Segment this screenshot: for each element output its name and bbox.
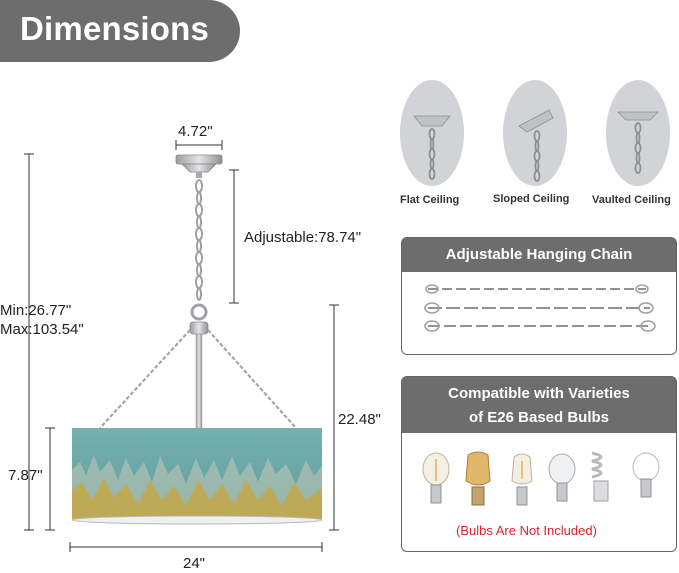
bulbs-note: (Bulbs Are Not Included) <box>456 523 597 538</box>
side-chains <box>99 329 297 429</box>
body-height-label: 22.48" <box>338 411 381 428</box>
chain-panel: Adjustable Hanging Chain <box>401 237 677 355</box>
shade-width-label: 24" <box>183 555 206 572</box>
bulbs-panel: Compatible with Varieties of E26 Based B… <box>401 376 677 552</box>
lamp-illustration <box>24 140 339 552</box>
shade-height-label: 7.87" <box>8 467 43 484</box>
chain-adjustable-label: Adjustable:78.74" <box>244 229 362 246</box>
bulb-icon <box>465 451 491 506</box>
sloped-ceiling-label: Sloped Ceiling <box>493 193 570 205</box>
bulb-icon <box>591 451 609 502</box>
flat-ceiling-image <box>400 80 464 186</box>
bulbs-title-line2: of E26 Based Bulbs <box>468 409 610 426</box>
canopy-width-label: 4.72" <box>178 123 213 140</box>
title-banner <box>0 0 240 62</box>
bulb-icon <box>511 453 533 506</box>
vaulted-ceiling-icon <box>617 111 659 174</box>
chain-panel-title: Adjustable Hanging Chain <box>402 238 676 272</box>
bulb-icon <box>548 453 576 502</box>
flat-ceiling-label: Flat Ceiling <box>400 194 460 206</box>
vaulted-ceiling-label: Vaulted Ceiling <box>592 194 671 206</box>
max-height-label: Max:103.54" <box>0 321 84 338</box>
center-hub <box>189 321 209 335</box>
center-rod <box>195 333 203 429</box>
bulb-icon <box>632 452 660 498</box>
drum-shade <box>71 428 323 525</box>
hanging-chain <box>195 179 203 301</box>
flat-ceiling-icon <box>413 115 451 180</box>
dimension-lines <box>24 140 339 552</box>
vaulted-ceiling-image <box>606 80 670 186</box>
bulbs-panel-title: Compatible with Varieties of E26 Based B… <box>402 377 676 433</box>
page-title: Dimensions <box>20 10 210 47</box>
canopy <box>175 154 223 178</box>
bulbs-row <box>422 451 660 506</box>
min-height-label: Min:26.77" <box>0 302 72 319</box>
hanging-loop <box>190 303 208 321</box>
bulbs-title-line1: Compatible with Varieties <box>448 385 630 402</box>
sloped-ceiling-image <box>503 80 567 186</box>
bulb-icon <box>422 452 450 504</box>
chain-links-icon <box>424 284 656 332</box>
sloped-ceiling-icon <box>518 109 554 182</box>
